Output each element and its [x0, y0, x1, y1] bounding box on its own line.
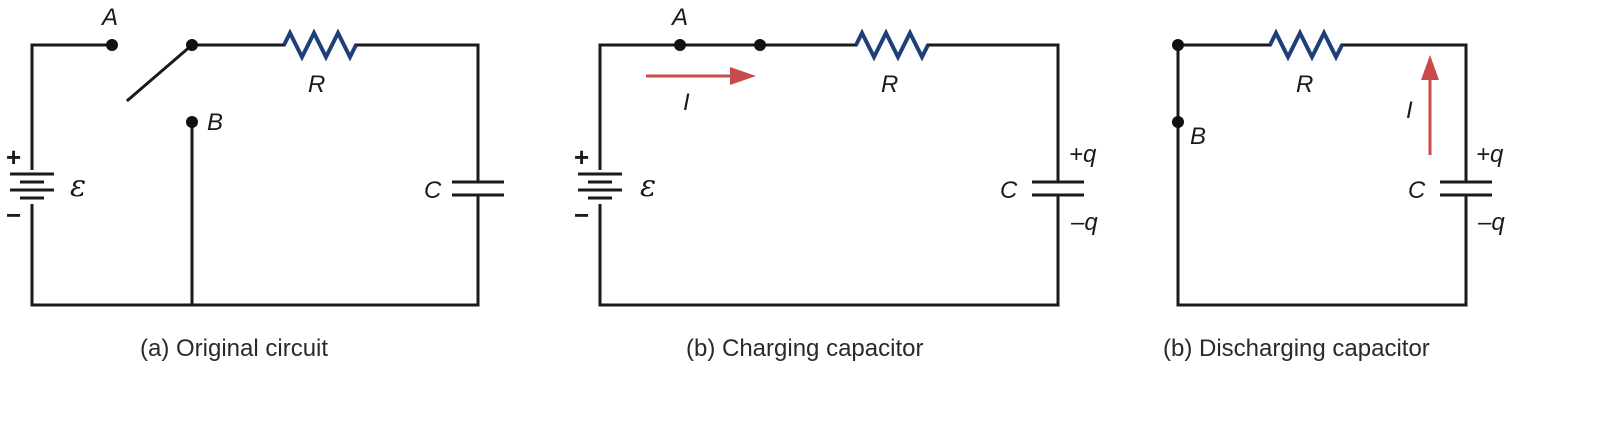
switch-arm	[125, 42, 195, 103]
node-b	[1172, 116, 1184, 128]
wire-left-top	[30, 43, 114, 174]
label-c: C	[424, 177, 442, 204]
label-r: R	[881, 71, 898, 98]
current-arrow	[646, 67, 756, 85]
label-a: A	[100, 4, 118, 31]
wire-right-top	[1340, 43, 1468, 184]
wire-right-top	[354, 43, 480, 184]
resistor-r	[854, 28, 930, 62]
capacitor-c	[1440, 180, 1492, 197]
caption-discharging-capacitor: (b) Discharging capacitor	[1163, 335, 1430, 362]
switch-pivot-node	[186, 39, 198, 51]
wire-right-top	[926, 43, 1060, 184]
wire-loop-bottom	[30, 193, 480, 307]
label-minus-q: –q	[1070, 209, 1098, 236]
capacitor-c	[1032, 180, 1084, 197]
label-plus-q: +q	[1476, 141, 1504, 168]
wire-loop-bottom	[598, 193, 1060, 307]
battery-minus-sign: −	[574, 200, 589, 230]
emf-symbol: ε	[640, 169, 656, 204]
emf-symbol: ε	[70, 169, 86, 204]
wire-left-top	[598, 43, 858, 174]
panel-original-circuit: A B R C + − ε (a) Original circuit	[6, 4, 504, 362]
node-a	[106, 39, 118, 51]
current-arrow	[1421, 55, 1439, 155]
capacitor-c	[452, 180, 504, 197]
resistor-r	[282, 28, 358, 62]
wire-loop-bottom	[1176, 193, 1468, 307]
wire-left	[1176, 43, 1272, 307]
label-current: I	[1406, 97, 1413, 124]
label-r: R	[308, 71, 325, 98]
label-current: I	[683, 89, 690, 116]
resistor-r	[1268, 28, 1344, 62]
label-c: C	[1408, 177, 1426, 204]
label-minus-q: –q	[1477, 209, 1505, 236]
caption-original-circuit: (a) Original circuit	[140, 335, 328, 362]
label-b: B	[1190, 123, 1206, 150]
node-top-left	[1172, 39, 1184, 51]
panel-charging-capacitor: A R C I +q –q + − ε (b) Charging capacit…	[574, 4, 1098, 362]
label-c: C	[1000, 177, 1018, 204]
battery-plus-sign: +	[6, 142, 21, 172]
battery-plus-sign: +	[574, 142, 589, 172]
label-b: B	[207, 109, 223, 136]
label-a: A	[670, 4, 688, 31]
label-r: R	[1296, 71, 1313, 98]
battery-minus-sign: −	[6, 200, 21, 230]
node-b	[186, 116, 198, 128]
battery-emf	[10, 170, 54, 204]
caption-charging-capacitor: (b) Charging capacitor	[686, 335, 923, 362]
label-plus-q: +q	[1069, 141, 1097, 168]
battery-emf	[578, 170, 622, 204]
node-a	[674, 39, 686, 51]
panel-discharging-capacitor: B R C I +q –q (b) Discharging capacitor	[1163, 28, 1505, 362]
switch-pivot-node	[754, 39, 766, 51]
